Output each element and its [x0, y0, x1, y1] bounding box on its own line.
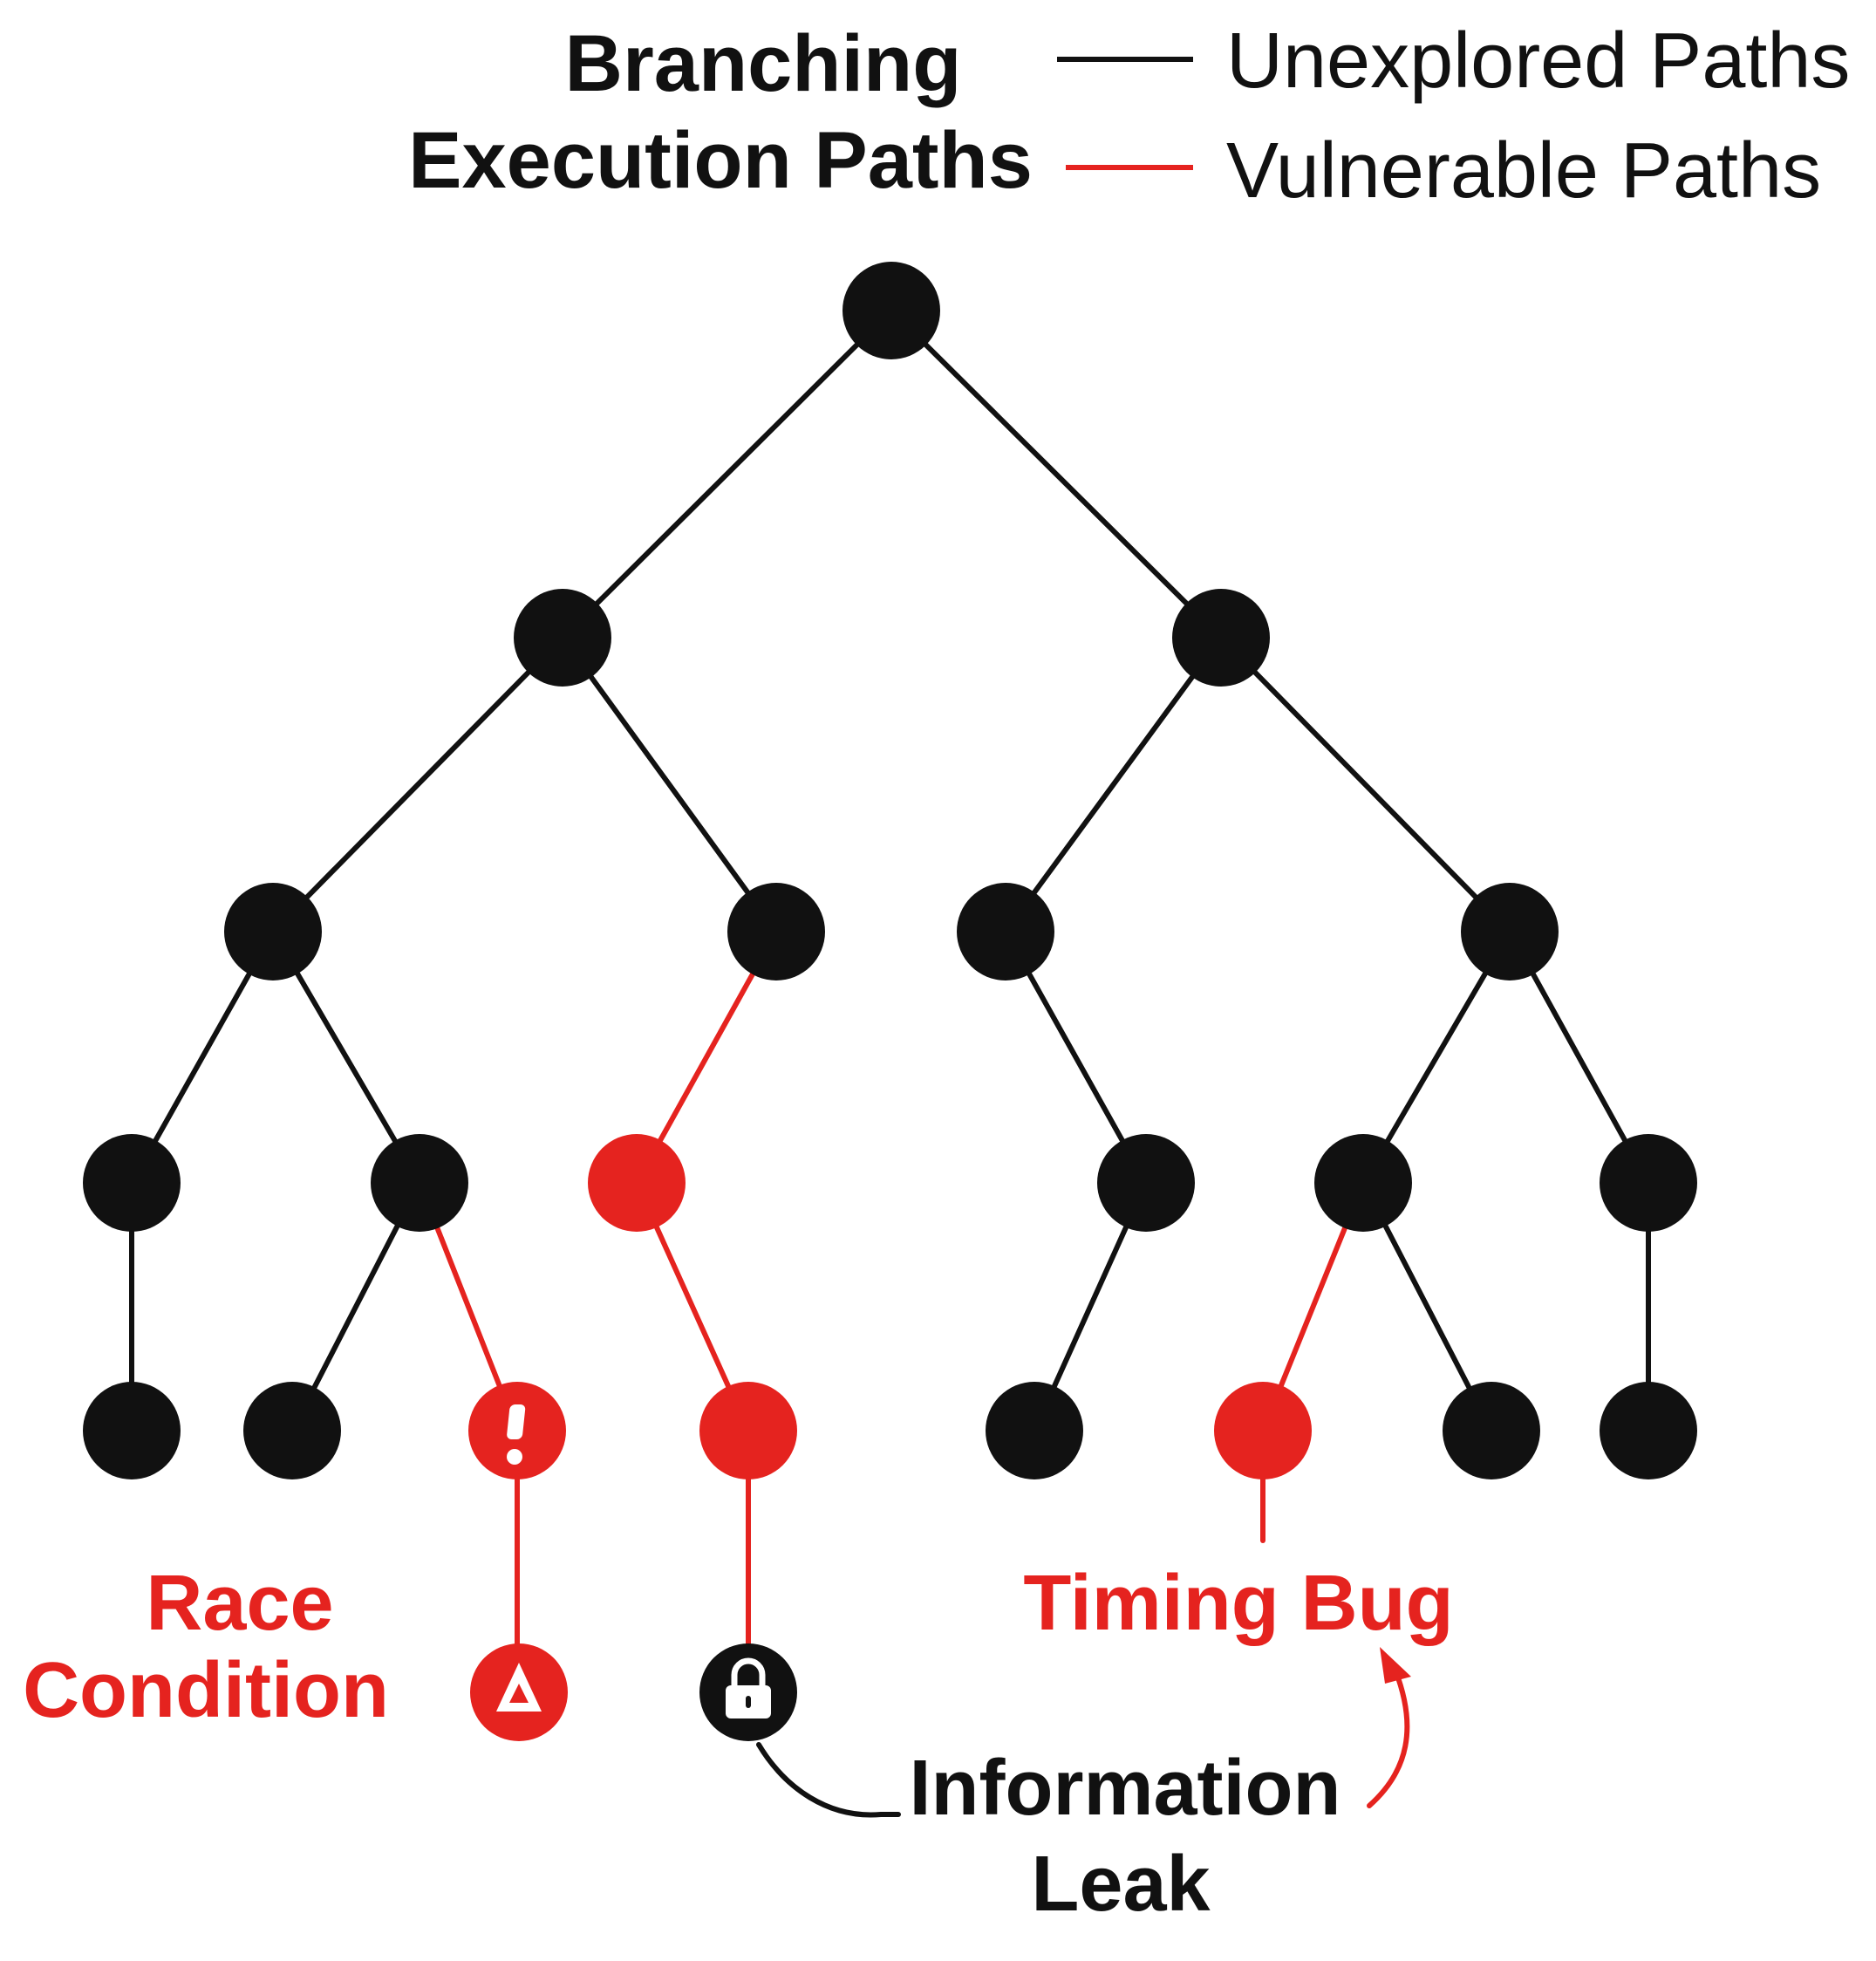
legend-label-vulnerable: Vulnerable Paths: [1226, 127, 1821, 215]
title-line-2: Execution Paths: [408, 116, 1033, 205]
tree-edges: [129, 308, 1651, 1693]
node-level4-race-vulnerable: [468, 1382, 566, 1479]
node-warning-terminal: [470, 1643, 568, 1741]
edge-l1-ll: [270, 635, 565, 934]
node-level4-1: [83, 1382, 181, 1479]
node-level4-7: [1443, 1382, 1540, 1479]
node-level2-1: [224, 883, 322, 980]
node-level4-2: [243, 1382, 341, 1479]
node-level2-3: [957, 883, 1054, 980]
legend: Unexplored Paths Vulnerable Paths: [1057, 17, 1850, 215]
race-condition-line-2: Condition: [23, 1647, 389, 1734]
node-level4-timing-vulnerable: [1214, 1382, 1312, 1479]
node-level3-4: [1097, 1134, 1195, 1232]
diagram-title: Branching Execution Paths: [408, 19, 1033, 205]
node-level1-left: [514, 589, 611, 687]
node-level3-1: [83, 1134, 181, 1232]
legend-label-unexplored: Unexplored Paths: [1226, 17, 1850, 105]
node-level3-3-vulnerable: [588, 1134, 686, 1232]
title-line-1: Branching: [565, 19, 962, 108]
information-leak-line-1: Information: [910, 1745, 1341, 1832]
label-race-condition: Race Condition: [23, 1560, 389, 1734]
node-root: [842, 262, 940, 359]
node-level1-right: [1172, 589, 1270, 687]
lock-connector-curve: [756, 1742, 901, 1818]
information-leak-line-2: Leak: [1031, 1841, 1211, 1928]
node-lock-terminal: [699, 1643, 797, 1741]
tree-nodes: [83, 262, 1697, 1741]
node-level4-8: [1600, 1382, 1697, 1479]
label-information-leak: Information Leak: [910, 1745, 1341, 1928]
padlock-icon: [726, 1657, 771, 1718]
exclamation-icon: [507, 1404, 526, 1465]
node-level4-5: [986, 1382, 1083, 1479]
node-level3-6: [1600, 1134, 1697, 1232]
race-condition-line-1: Race: [146, 1560, 333, 1647]
node-level4-leak-vulnerable: [699, 1382, 797, 1479]
curved-arrow-icon: [1367, 1647, 1411, 1808]
node-level2-4: [1461, 883, 1559, 980]
edge-l1-rr: [1218, 635, 1512, 934]
label-timing-bug: Timing Bug: [1023, 1560, 1453, 1647]
node-level3-2: [371, 1134, 468, 1232]
node-level3-5: [1314, 1134, 1412, 1232]
node-level2-2: [727, 883, 825, 980]
edge-root-right: [889, 308, 1224, 640]
edge-l1-lr: [560, 635, 779, 934]
edge-root-left: [560, 308, 894, 640]
edge-l1-rl: [1003, 635, 1224, 934]
